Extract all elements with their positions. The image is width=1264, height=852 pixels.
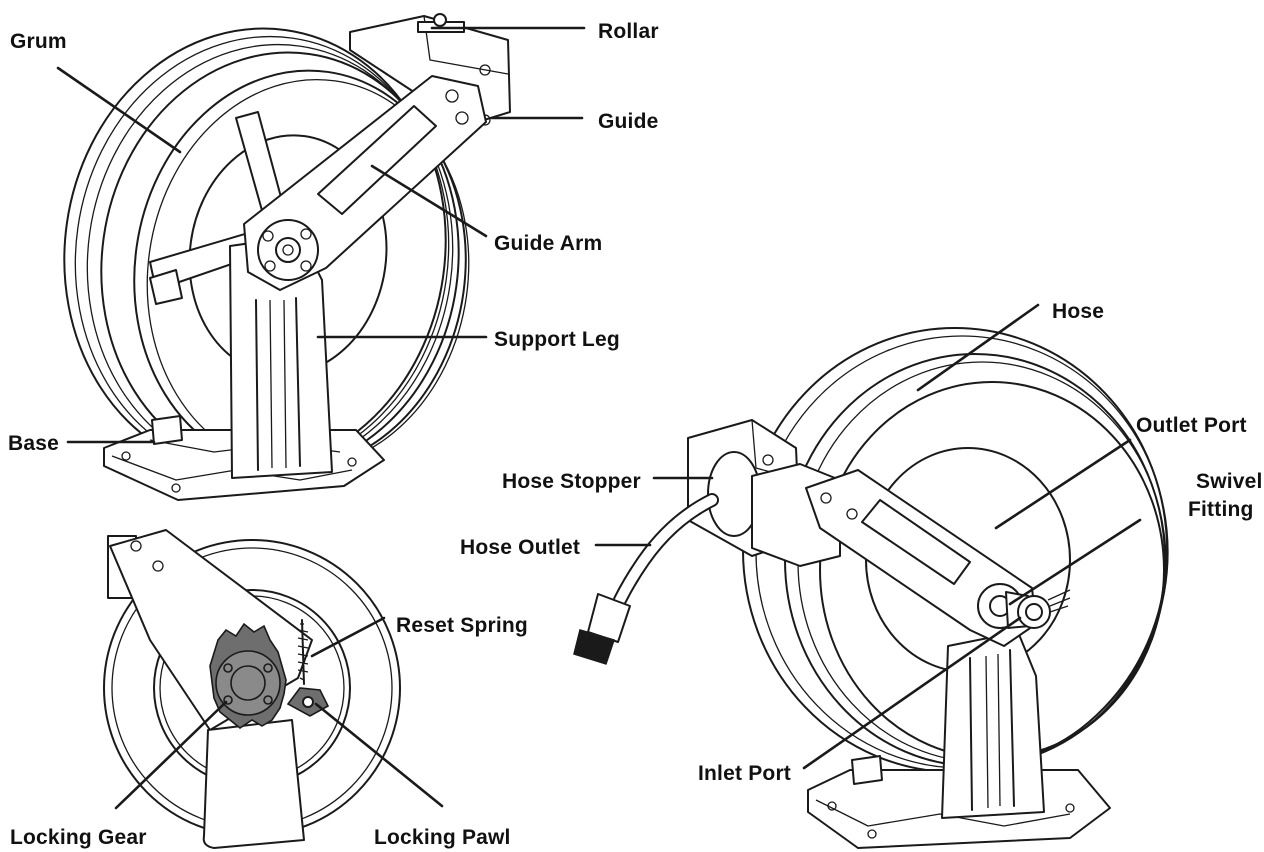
label-grum: Grum xyxy=(10,30,67,53)
leader-swivel-fitting xyxy=(1008,518,1142,606)
label-swivel-line1: Swivel xyxy=(1196,470,1263,493)
leader-outlet-port xyxy=(994,438,1132,530)
labels: Grum Rollar Guide Guide Arm Support Leg … xyxy=(8,20,1263,849)
label-locking-pawl: Locking Pawl xyxy=(374,826,511,849)
label-reset-spring: Reset Spring xyxy=(396,614,528,637)
leader-reset-spring xyxy=(310,616,386,658)
label-hose-stopper: Hose Stopper xyxy=(502,470,641,493)
label-guide: Guide xyxy=(598,110,659,133)
label-outlet-port: Outlet Port xyxy=(1136,414,1247,437)
label-guide-arm: Guide Arm xyxy=(494,232,602,255)
reel-front-view xyxy=(63,13,511,501)
label-hose-outlet: Hose Outlet xyxy=(460,536,580,559)
label-locking-gear: Locking Gear xyxy=(10,826,147,849)
label-inlet-port: Inlet Port xyxy=(698,762,791,785)
leader-hose xyxy=(916,303,1040,392)
leader-locking-gear xyxy=(114,700,228,810)
leader-grum xyxy=(56,66,182,154)
reel-rear-view xyxy=(573,327,1169,849)
leader-locking-pawl xyxy=(314,702,444,808)
leader-lines xyxy=(56,26,1142,810)
label-rollar: Rollar xyxy=(598,20,659,43)
locking-mechanism-view xyxy=(103,529,401,849)
leader-inlet-port xyxy=(802,616,1022,770)
label-swivel-line2: Fitting xyxy=(1188,498,1254,521)
label-support-leg: Support Leg xyxy=(494,328,620,351)
label-hose: Hose xyxy=(1052,300,1104,323)
label-base: Base xyxy=(8,432,59,455)
leader-guide-arm xyxy=(370,164,488,238)
